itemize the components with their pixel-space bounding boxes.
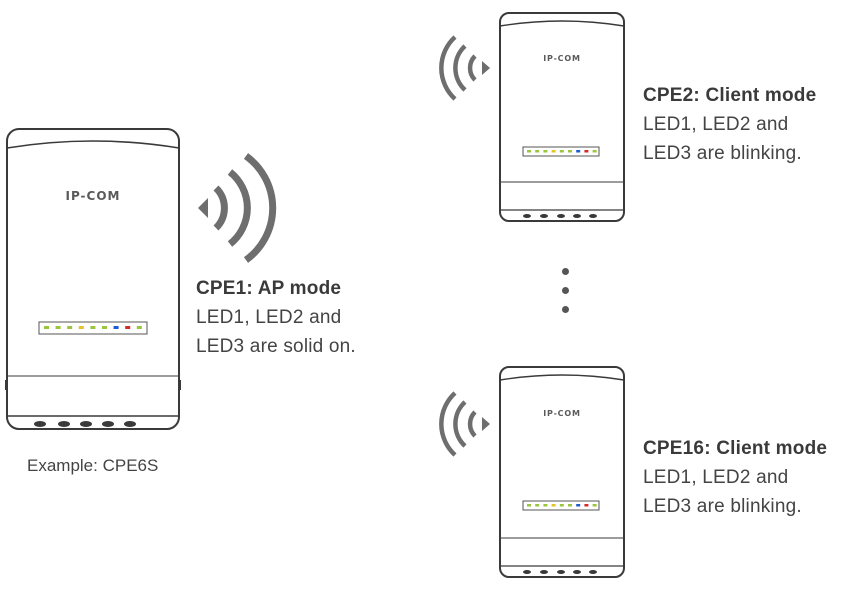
cpe2-signal-icon [439,35,490,101]
led-indicator [78,326,84,329]
brand-logo: IP-COM [543,409,580,418]
led-indicator [576,504,581,507]
led-indicator [44,326,49,329]
led-indicator [592,150,597,153]
cpe16-title: CPE16: Client mode [643,438,828,459]
cpe16-signal-icon [439,391,490,457]
led-panel [38,321,148,335]
led-indicator [113,326,119,329]
ellipsis-dot [561,287,569,294]
cpe2-title: CPE2: Client mode [643,85,817,106]
port-cover [523,570,597,574]
cpe2-caption: CPE2: Client mode LED1, LED2 and LED3 ar… [643,81,816,168]
cpe16-caption: CPE16: Client mode LED1, LED2 and LED3 a… [643,434,827,521]
more-devices-ellipsis [558,268,572,325]
led-indicator [584,150,589,153]
led-indicator [551,150,556,153]
cpe2-status-line-1: LED1, LED2 and [643,114,789,135]
led-indicator [568,504,572,507]
led-panel [522,500,600,511]
brand-logo: IP-COM [66,189,121,203]
example-label: Example: CPE6S [27,456,159,475]
cpe1-status-line-1: LED1, LED2 and [196,307,342,328]
led-indicator [551,504,556,507]
cpe1-caption: CPE1: AP mode LED1, LED2 and LED3 are so… [196,274,356,361]
cpe16-device: IP-COM [499,366,625,578]
brand-logo: IP-COM [543,54,580,63]
led-indicator [543,504,548,507]
cpe1-signal-icon [198,153,277,263]
led-indicator [543,150,548,153]
led-indicator [568,150,572,153]
cpe2-device: IP-COM [499,12,625,222]
ellipsis-dot [561,306,569,313]
led-indicator [527,150,531,153]
led-indicator [90,326,96,329]
led-indicator [584,504,589,507]
cpe1-status-line-2: LED3 are solid on. [196,336,356,357]
cpe1-device: IP-COM [5,128,181,430]
led-indicator [535,504,540,507]
port-cover [34,421,136,427]
led-indicator [527,504,531,507]
led-indicator [102,326,107,329]
led-indicator [136,326,142,329]
port-cover [523,214,597,218]
led-panel [522,146,600,157]
led-indicator [592,504,597,507]
cpe16-status-line-1: LED1, LED2 and [643,467,789,488]
cpe1-title: CPE1: AP mode [196,278,342,299]
led-indicator [535,150,540,153]
led-indicator [67,326,73,329]
led-indicator [55,326,61,329]
led-indicator [559,504,564,507]
led-indicator [576,150,581,153]
ellipsis-dot [561,268,569,275]
cpe2-status-line-2: LED3 are blinking. [643,143,802,164]
cpe16-status-line-2: LED3 are blinking. [643,496,802,517]
led-indicator [125,326,131,329]
led-indicator [559,150,564,153]
